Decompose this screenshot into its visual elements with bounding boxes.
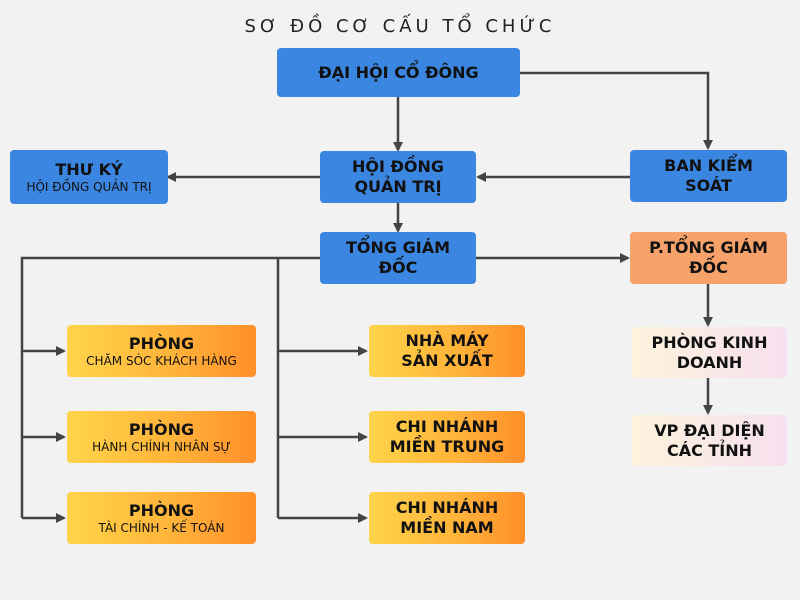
node-label-2: QUẢN TRỊ bbox=[354, 177, 442, 196]
node-label-2: MIỀN NAM bbox=[400, 518, 494, 537]
node-label-2: CÁC TỈNH bbox=[666, 440, 753, 460]
node-label: VP ĐẠI DIỆN bbox=[654, 420, 765, 440]
node-p-tong-giam-doc: P.TỔNG GIÁM ĐỐC bbox=[630, 232, 787, 284]
node-ban-kiem-soat: BAN KIỂM SOÁT bbox=[630, 150, 787, 202]
connector-tgd-left-bus bbox=[20, 256, 320, 518]
node-hoi-dong-quan-tri: HỘI ĐỒNG QUẢN TRỊ bbox=[320, 151, 476, 203]
node-phong-hcns: PHÒNG HÀNH CHÍNH NHÂN SỰ bbox=[67, 411, 256, 463]
node-sublabel: CHĂM SÓC KHÁCH HÀNG bbox=[86, 353, 237, 368]
node-sublabel: HỘI ĐỒNG QUẢN TRỊ bbox=[26, 179, 152, 194]
node-cn-mien-trung: CHI NHÁNH MIỀN TRUNG bbox=[369, 411, 525, 463]
chart-title: SƠ ĐỒ CƠ CẤU TỔ CHỨC bbox=[244, 16, 556, 37]
node-label: HỘI ĐỒNG bbox=[351, 157, 445, 176]
node-label: PHÒNG bbox=[128, 419, 195, 439]
connector-daihoi-bks bbox=[520, 71, 713, 150]
node-label-2: SẢN XUẤT bbox=[401, 351, 493, 370]
node-label: THƯ KÝ bbox=[55, 159, 123, 179]
node-label: CHI NHÁNH bbox=[395, 417, 499, 436]
node-label-2: SOÁT bbox=[685, 176, 732, 195]
node-phong-cskh: PHÒNG CHĂM SÓC KHÁCH HÀNG bbox=[67, 325, 256, 377]
node-label: PHÒNG bbox=[128, 333, 195, 353]
node-label: PHÒNG bbox=[128, 500, 195, 520]
node-label-2: DOANH bbox=[676, 352, 743, 372]
node-label: PHÒNG KINH bbox=[651, 332, 768, 352]
node-label: NHÀ MÁY bbox=[405, 331, 489, 350]
node-label-2: ĐỐC bbox=[378, 258, 418, 277]
node-label: BAN KIỂM bbox=[664, 156, 753, 175]
node-dai-hoi-co-dong: ĐẠI HỘI CỔ ĐÔNG bbox=[277, 48, 520, 97]
node-thu-ky: THƯ KÝ HỘI ĐỒNG QUẢN TRỊ bbox=[10, 150, 168, 204]
node-label-2: ĐỐC bbox=[689, 258, 728, 277]
node-vp-dai-dien: VP ĐẠI DIỆN CÁC TỈNH bbox=[632, 415, 787, 466]
node-phong-tckt: PHÒNG TÀI CHÍNH - KẾ TOÁN bbox=[67, 492, 256, 544]
node-label: ĐẠI HỘI CỔ ĐÔNG bbox=[318, 62, 479, 82]
node-sublabel: HÀNH CHÍNH NHÂN SỰ bbox=[92, 439, 231, 454]
node-tong-giam-doc: TỔNG GIÁM ĐỐC bbox=[320, 232, 476, 284]
node-cn-mien-nam: CHI NHÁNH MIỀN NAM bbox=[369, 492, 525, 544]
node-label: P.TỔNG GIÁM bbox=[649, 238, 768, 257]
node-label: TỔNG GIÁM bbox=[346, 238, 450, 257]
node-sublabel: TÀI CHÍNH - KẾ TOÁN bbox=[98, 520, 225, 535]
node-nha-may: NHÀ MÁY SẢN XUẤT bbox=[369, 325, 525, 377]
node-phong-kinh-doanh: PHÒNG KINH DOANH bbox=[632, 327, 787, 378]
node-label: CHI NHÁNH bbox=[395, 498, 499, 517]
node-label-2: MIỀN TRUNG bbox=[389, 437, 505, 456]
